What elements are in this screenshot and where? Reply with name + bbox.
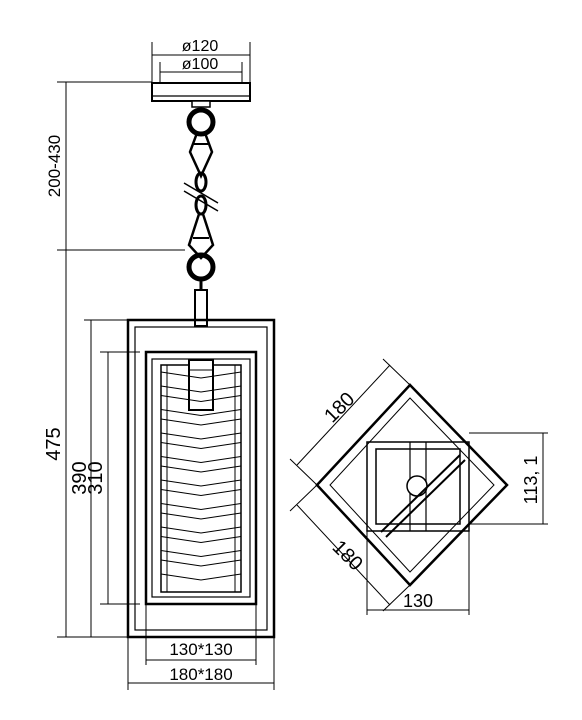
total-height-label: 475 [43, 427, 65, 460]
frame-height-dimension: 390 [69, 319, 128, 637]
louvre-slat [160, 418, 242, 440]
louvre-slat [160, 465, 242, 487]
canopy-outer-label: ø120 [182, 38, 219, 55]
plan-height-dimension: 113, 1 [469, 432, 548, 525]
width-dimensions: 130*130 180*180 [127, 604, 275, 690]
chain-length-label: 200-430 [45, 135, 64, 197]
plan-width-label: 130 [403, 591, 433, 611]
bottom-side-label: 180 [328, 536, 367, 575]
canopy-dimension: ø120 ø100 [151, 38, 251, 82]
chain-length-dimension: 200-430 [45, 81, 185, 251]
glass-height-label: 310 [85, 461, 107, 494]
louvre-slat [160, 489, 242, 511]
lantern-front-view [126, 318, 276, 639]
frame-height-label: 390 [69, 461, 91, 494]
canopy-plate [151, 82, 251, 108]
louvre-slat [160, 559, 242, 581]
plan-diagonal-dimensions: 180 180 [289, 358, 411, 612]
top-side-label: 180 [320, 388, 359, 427]
plan-width-dimension: 130 [366, 531, 470, 615]
chain [183, 107, 219, 327]
louvre-slat [160, 442, 242, 464]
total-height-dimension: 475 [43, 250, 128, 638]
plan-height-label: 113, 1 [521, 456, 541, 505]
louvre-slat [160, 536, 242, 558]
louvre-slat [160, 371, 242, 393]
outer-width-label: 180*180 [169, 665, 232, 684]
inner-width-label: 130*130 [169, 640, 232, 659]
louvre-slat [160, 395, 242, 417]
glass-height-dimension: 310 [85, 351, 140, 605]
canopy-inner-label: ø100 [182, 56, 219, 73]
louvre-slats [160, 371, 242, 581]
louvre-slat [160, 512, 242, 534]
